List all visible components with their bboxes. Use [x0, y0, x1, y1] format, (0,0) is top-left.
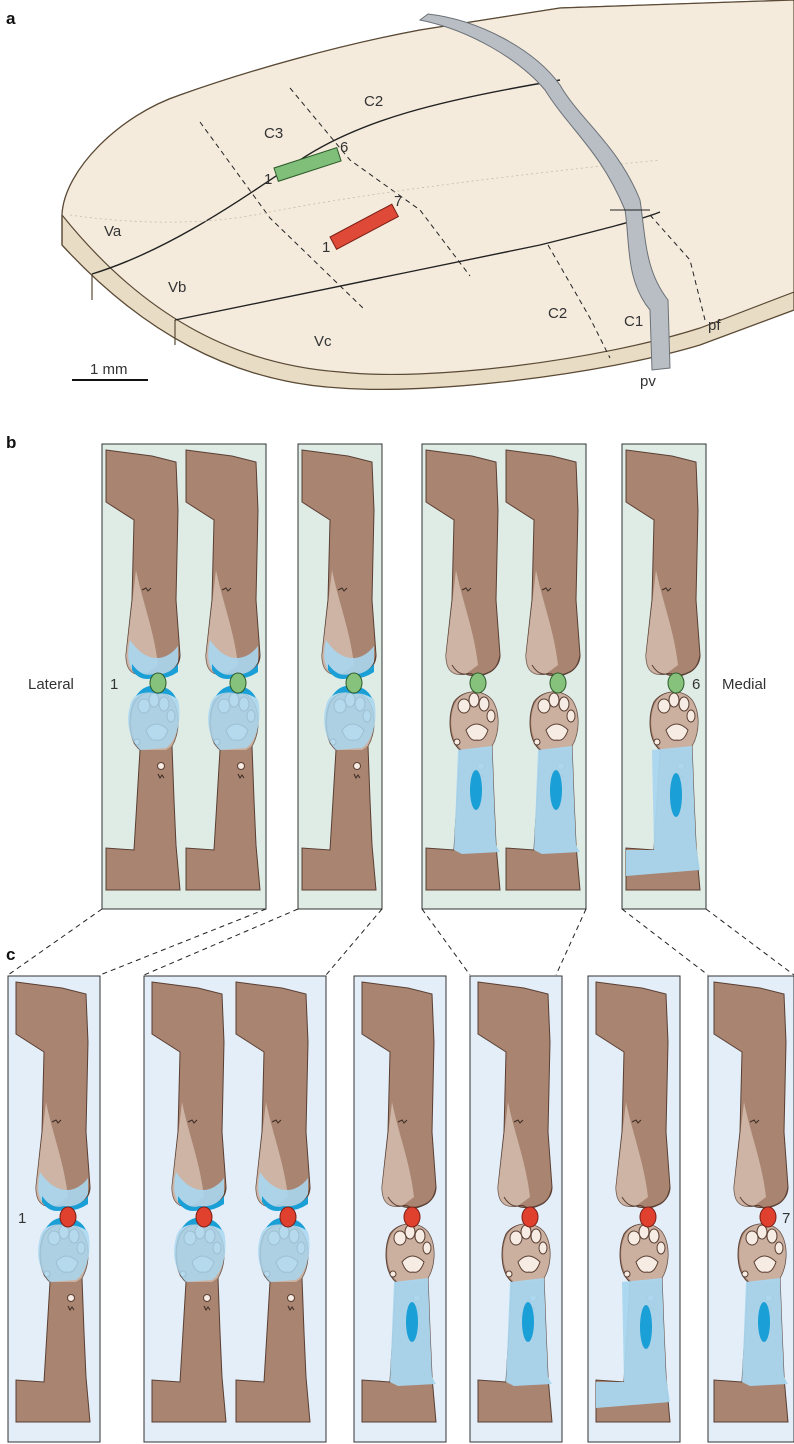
red-dot	[196, 1207, 212, 1227]
green-dot	[550, 673, 566, 693]
green-dot	[346, 673, 362, 693]
region-c3: C3	[264, 125, 283, 142]
label-pf: pf	[708, 317, 721, 334]
panel-c-letter: c	[6, 945, 15, 964]
green-dot	[230, 673, 246, 693]
red-dot	[404, 1207, 420, 1227]
red-dot	[60, 1207, 76, 1227]
panel-a: a C2 C3 Va Vb Vc C2 C1 pf pv 1 6 1 7 1 m	[6, 0, 794, 390]
panel-c-start-index: 1	[18, 1210, 26, 1227]
label-pv: pv	[640, 373, 656, 390]
green-dot	[150, 673, 166, 693]
panel-c: c 1 7	[6, 945, 794, 1442]
green-track-start: 1	[264, 171, 272, 188]
panel-b: b Lateral 1 6 Medial	[6, 433, 794, 975]
red-track-end: 7	[394, 193, 402, 210]
red-dot	[280, 1207, 296, 1227]
red-track-start: 1	[322, 239, 330, 256]
panel-a-letter: a	[6, 9, 16, 28]
panel-b-end-index: 6	[692, 676, 700, 693]
red-dot	[522, 1207, 538, 1227]
region-c2-bottom: C2	[548, 305, 567, 322]
green-track-end: 6	[340, 139, 348, 156]
region-c2-top: C2	[364, 93, 383, 110]
panel-b-letter: b	[6, 433, 16, 452]
region-vb: Vb	[168, 279, 186, 296]
green-dot	[470, 673, 486, 693]
lateral-label: Lateral	[28, 676, 74, 693]
scale-bar-label: 1 mm	[90, 361, 128, 378]
region-vc: Vc	[314, 333, 332, 350]
panel-c-end-index: 7	[782, 1210, 790, 1227]
red-dot	[760, 1207, 776, 1227]
region-va: Va	[104, 223, 122, 240]
medial-label: Medial	[722, 676, 766, 693]
green-dot	[668, 673, 684, 693]
red-dot	[640, 1207, 656, 1227]
panel-b-start-index: 1	[110, 676, 118, 693]
region-c1: C1	[624, 313, 643, 330]
